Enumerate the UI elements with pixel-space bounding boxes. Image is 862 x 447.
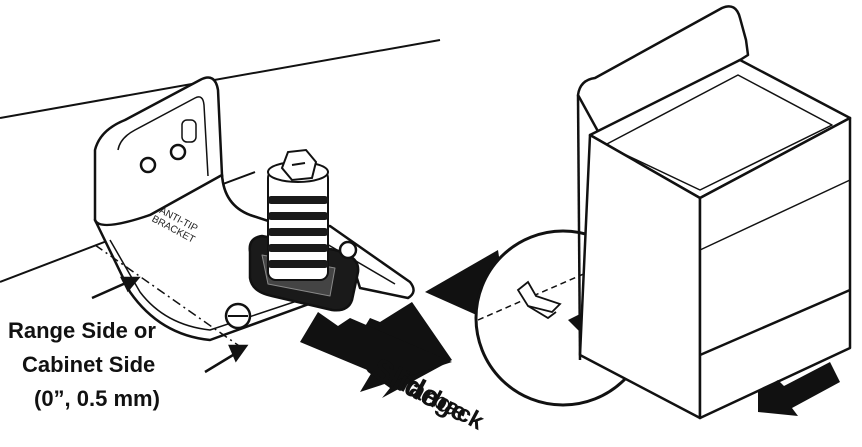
leveling-leg-bolt [267,148,329,281]
callout-arrows [91,276,249,374]
range-appliance [576,5,852,420]
range-side-dashed-line [94,244,246,351]
callout-line2: Cabinet Side [22,352,156,377]
anti-tip-bracket [93,76,415,342]
callout-line3: (0”, 0.5 mm) [34,386,160,411]
push-arrow-right [758,362,840,416]
slide-arrow-left [300,302,452,398]
callout-line1: Range Side or [8,318,156,343]
